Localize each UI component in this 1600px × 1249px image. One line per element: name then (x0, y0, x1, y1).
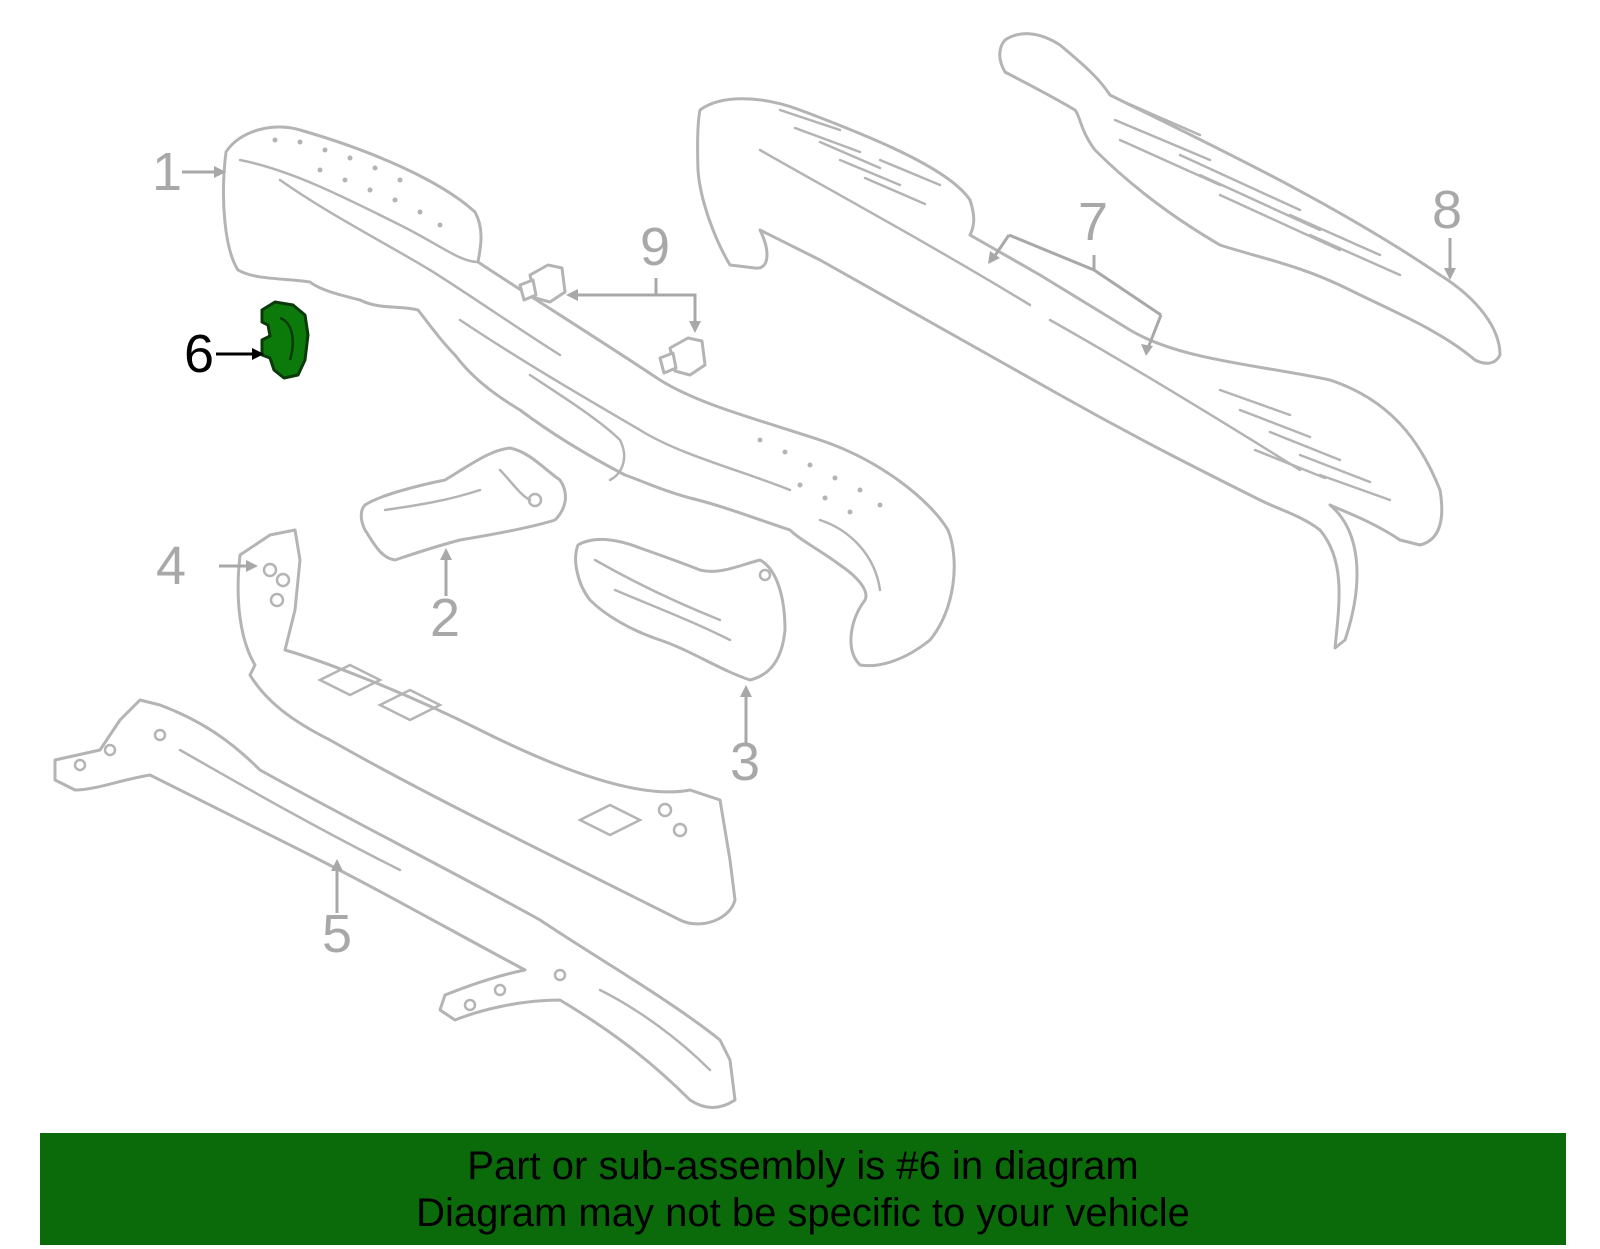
callout-2: 2 (430, 588, 460, 648)
callout-8: 8 (1432, 180, 1462, 240)
part-8-step-pad[interactable] (998, 32, 1502, 365)
callout-6: 6 (184, 324, 214, 384)
callout-3: 3 (730, 732, 760, 792)
callout-1: 1 (152, 142, 182, 202)
part-4-crossmember[interactable] (236, 528, 737, 926)
parts-diagram: 1 2 3 4 5 6 7 8 9 (53, 32, 1502, 1109)
leader-arrowheads (214, 166, 1456, 871)
callout-4: 4 (156, 536, 186, 596)
part-5-crossmember[interactable] (53, 698, 737, 1109)
part-1-bumper[interactable] (222, 125, 956, 668)
callout-7: 7 (1078, 192, 1108, 252)
info-banner: Part or sub-assembly is #6 in diagram Di… (40, 1133, 1566, 1245)
part-9-bumper-stops[interactable] (518, 263, 707, 377)
part-3-bracket[interactable] (574, 538, 787, 682)
part-6-highlighted-bracket[interactable] (260, 300, 310, 380)
banner-line-disclaimer: Diagram may not be specific to your vehi… (416, 1191, 1190, 1235)
part-2-bracket[interactable] (359, 446, 567, 562)
callout-9: 9 (640, 217, 670, 277)
leader-lines (182, 170, 1452, 913)
callout-5: 5 (322, 904, 352, 964)
banner-line-part: Part or sub-assembly is #6 in diagram (467, 1144, 1139, 1188)
part-7-step-pad[interactable] (696, 97, 1444, 650)
callout-labels: 1 2 3 4 5 6 7 8 9 (152, 142, 1462, 964)
